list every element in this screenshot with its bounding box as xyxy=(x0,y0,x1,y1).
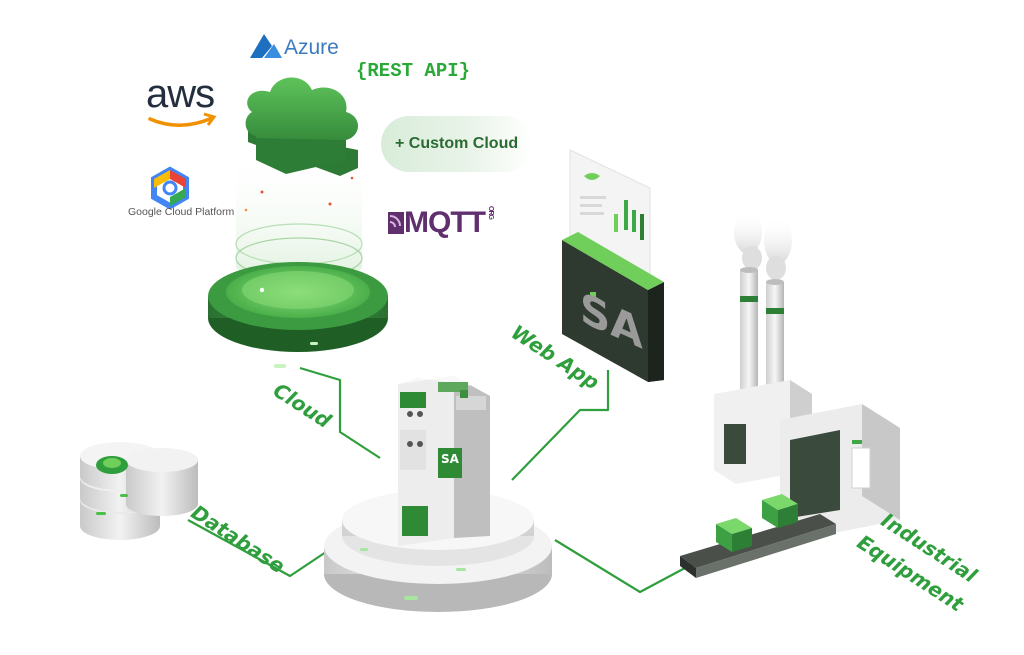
aws-arrow-icon xyxy=(203,112,217,126)
mqtt-logo-icon xyxy=(388,212,404,234)
database-connector-line xyxy=(187,519,327,578)
custom-cloud-label: + Custom Cloud xyxy=(395,135,519,152)
custom-cloud-badge: + Custom Cloud xyxy=(381,116,533,172)
webapp-connector-line xyxy=(511,370,610,481)
google-cloud-logo-icon xyxy=(151,166,189,210)
web-app-screen xyxy=(562,149,664,382)
cloud-beam xyxy=(235,150,363,284)
connection-lines xyxy=(187,366,701,594)
database-icon xyxy=(80,442,198,540)
device-platform xyxy=(324,490,552,612)
sa-gateway-device xyxy=(398,376,490,546)
rest-api-label: {REST API} xyxy=(356,60,471,82)
aws-smile-icon xyxy=(148,116,214,127)
cloud-icon xyxy=(245,77,358,176)
device-brand-label: SA xyxy=(441,452,459,466)
industrial-connector-line xyxy=(554,539,701,594)
cloud-platform xyxy=(208,262,388,368)
mqtt-label-suffix: ORG xyxy=(486,206,494,219)
mqtt-label-main: MQTT xyxy=(404,206,486,239)
azure-logo-icon xyxy=(250,34,282,58)
aws-label: aws xyxy=(146,72,215,116)
factory-icon xyxy=(680,210,900,578)
azure-label: Azure xyxy=(284,36,339,59)
google-cloud-label: Google Cloud Platform xyxy=(128,206,235,218)
cloud-connector-line xyxy=(299,366,381,459)
